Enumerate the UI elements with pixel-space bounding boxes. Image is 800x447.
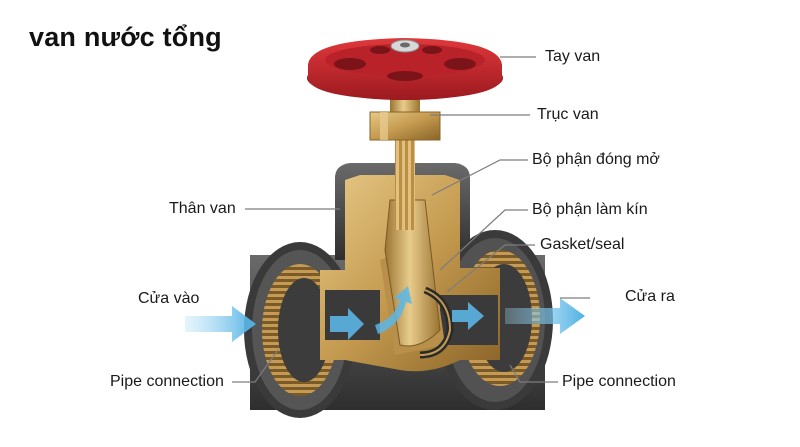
leader-gasket-seal bbox=[446, 244, 535, 293]
label-truc-van: Trục van bbox=[537, 106, 599, 123]
leader-pipe-left bbox=[232, 349, 279, 383]
inlet-arrow-icon bbox=[185, 306, 256, 342]
outlet-arrow-icon bbox=[505, 298, 585, 334]
label-cua-vao: Cửa vào bbox=[138, 290, 200, 307]
leader-bo-phan-dong-mo bbox=[431, 159, 528, 196]
label-gasket-seal: Gasket/seal bbox=[540, 236, 625, 253]
leader-lines bbox=[232, 56, 590, 383]
leader-pipe-right bbox=[509, 364, 558, 383]
inner-arrow-icon bbox=[330, 308, 364, 340]
label-pipe-connection-left: Pipe connection bbox=[110, 373, 224, 390]
inner-outlet-arrow-icon bbox=[452, 302, 484, 330]
label-cua-ra: Cửa ra bbox=[625, 288, 675, 305]
up-arrow-icon bbox=[375, 286, 412, 334]
label-tay-van: Tay van bbox=[545, 48, 601, 65]
handwheel-icon bbox=[307, 38, 503, 100]
label-pipe-connection-right: Pipe connection bbox=[562, 373, 676, 390]
label-bo-phan-lam-kin: Bộ phận làm kín bbox=[532, 201, 648, 218]
page-title: van nước tổng bbox=[29, 22, 222, 52]
leader-bo-phan-lam-kin bbox=[439, 209, 528, 271]
valve-stem bbox=[369, 90, 441, 230]
label-than-van: Thân van bbox=[169, 200, 236, 217]
flow-arrows bbox=[185, 286, 585, 342]
label-bo-phan-dong-mo: Bộ phận đóng mở bbox=[532, 151, 660, 168]
